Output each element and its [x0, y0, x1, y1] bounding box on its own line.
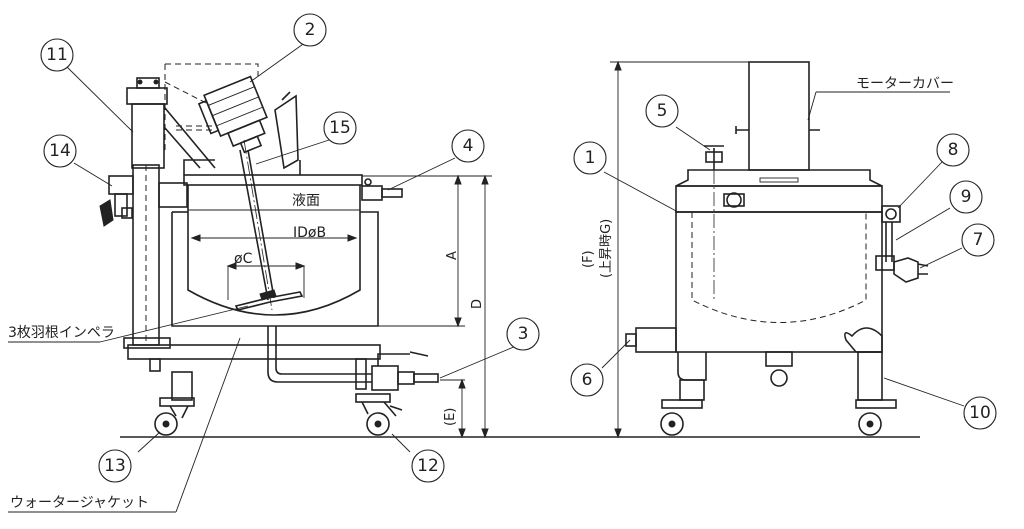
motor-cover-label: モーターカバー: [856, 76, 954, 92]
callout-4: 4: [451, 129, 485, 163]
callout-6: 6: [570, 363, 604, 397]
svg-text:13: 13: [104, 456, 126, 476]
front-view: [610, 60, 929, 439]
callout-5: 5: [645, 94, 679, 128]
dimension-f-label: (F): [581, 250, 596, 268]
callout-12: 12: [411, 449, 445, 483]
callout-13: 13: [98, 449, 132, 483]
dimension-d-label: D: [470, 299, 485, 309]
svg-text:2: 2: [305, 20, 316, 40]
svg-text:3: 3: [518, 324, 529, 344]
callout-10: 10: [963, 396, 997, 430]
callout-1: 1: [573, 141, 607, 175]
impeller-diameter-label: øC: [234, 251, 253, 267]
callout-7: 7: [961, 223, 995, 257]
callout-2: 2: [293, 13, 327, 47]
inner-diameter-label: IDøB: [293, 225, 326, 241]
dimension-e-label: (E): [443, 408, 458, 426]
leader-lines: [8, 41, 965, 513]
side-view: [99, 63, 492, 439]
caster-front-right: [855, 399, 897, 436]
svg-text:5: 5: [657, 101, 668, 121]
callout-3: 3: [506, 317, 540, 351]
svg-text:12: 12: [417, 456, 439, 476]
svg-text:14: 14: [49, 141, 71, 161]
svg-text:10: 10: [969, 403, 991, 423]
svg-text:4: 4: [463, 136, 474, 156]
svg-text:15: 15: [329, 118, 351, 138]
callout-8: 8: [936, 133, 970, 167]
caster-left: [154, 397, 195, 436]
svg-text:1: 1: [585, 148, 596, 168]
callout-11: 11: [40, 38, 74, 72]
dimension-a-label: A: [445, 251, 460, 260]
svg-text:11: 11: [46, 45, 68, 65]
impeller-label: 3枚羽根インペラ: [8, 325, 115, 341]
svg-text:7: 7: [973, 230, 984, 250]
callout-14: 14: [43, 134, 77, 168]
caster-right: [355, 393, 403, 436]
liquid-level-label: 液面: [292, 193, 320, 209]
dimension-g-label: (上昇時G): [599, 219, 614, 278]
water-jacket-label: ウォータージャケット: [10, 495, 149, 511]
callout-15: 15: [323, 111, 357, 145]
caster-front-left: [660, 399, 703, 436]
svg-text:9: 9: [961, 187, 972, 207]
callout-9: 9: [949, 180, 983, 214]
svg-text:8: 8: [948, 140, 959, 160]
svg-text:6: 6: [582, 370, 593, 390]
